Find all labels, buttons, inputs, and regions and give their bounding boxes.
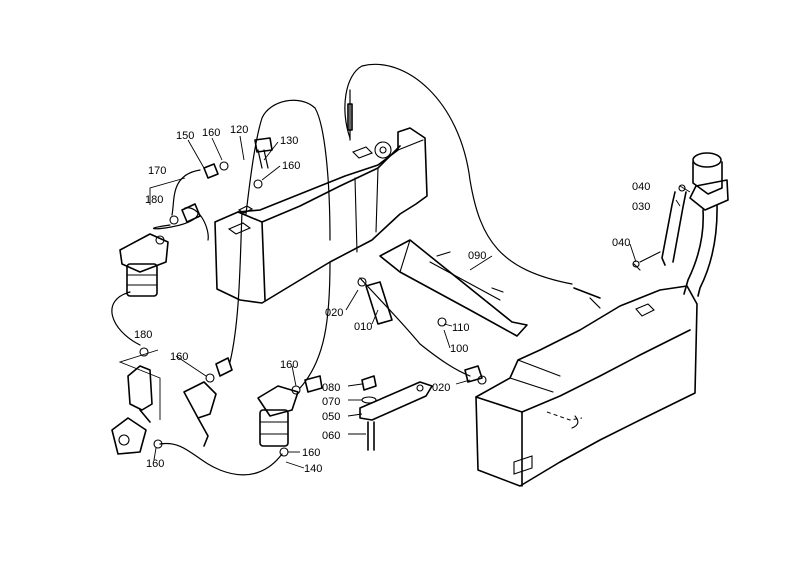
upper-fuel-tank bbox=[214, 127, 428, 304]
label-160-d: 160 bbox=[280, 359, 298, 371]
label-160-f: 160 bbox=[146, 458, 164, 470]
part-labels: 150 160 120 130 160 170 180 040 030 040 … bbox=[134, 124, 650, 475]
label-160-c: 160 bbox=[170, 351, 188, 363]
label-130: 130 bbox=[280, 135, 298, 147]
label-040-b: 040 bbox=[612, 237, 630, 249]
fitting-hardware bbox=[359, 375, 433, 451]
label-080: 080 bbox=[322, 382, 340, 394]
label-140: 140 bbox=[304, 463, 322, 475]
label-050: 050 bbox=[322, 411, 340, 423]
label-090: 090 bbox=[468, 250, 486, 262]
leader-lines bbox=[153, 135, 691, 469]
label-060: 060 bbox=[322, 430, 340, 442]
label-040-a: 040 bbox=[632, 181, 650, 193]
label-170: 170 bbox=[148, 165, 166, 177]
filler-neck bbox=[589, 152, 729, 309]
injection-pump bbox=[111, 365, 217, 455]
lower-fuel-tank bbox=[475, 285, 698, 487]
label-020-a: 020 bbox=[325, 307, 343, 319]
label-150: 150 bbox=[176, 130, 194, 142]
hose-clamps bbox=[139, 161, 686, 457]
tank-support-bracket bbox=[379, 239, 528, 337]
label-100: 100 bbox=[450, 343, 468, 355]
label-160-b: 160 bbox=[282, 160, 300, 172]
secondary-filter bbox=[257, 385, 299, 447]
label-010: 010 bbox=[354, 321, 372, 333]
group-bracket-180 bbox=[118, 349, 161, 420]
label-160-a: 160 bbox=[202, 127, 220, 139]
label-020-b: 020 bbox=[432, 382, 450, 394]
label-120: 120 bbox=[230, 124, 248, 136]
label-180-a: 180 bbox=[145, 194, 163, 206]
label-160-e: 160 bbox=[302, 447, 320, 459]
group-bracket-170 bbox=[149, 177, 186, 205]
fuel-lines bbox=[111, 63, 601, 476]
label-110: 110 bbox=[452, 322, 470, 334]
label-180-b: 180 bbox=[134, 329, 152, 341]
label-030: 030 bbox=[632, 201, 650, 213]
label-070: 070 bbox=[322, 396, 340, 408]
fuel-filter bbox=[119, 233, 169, 297]
